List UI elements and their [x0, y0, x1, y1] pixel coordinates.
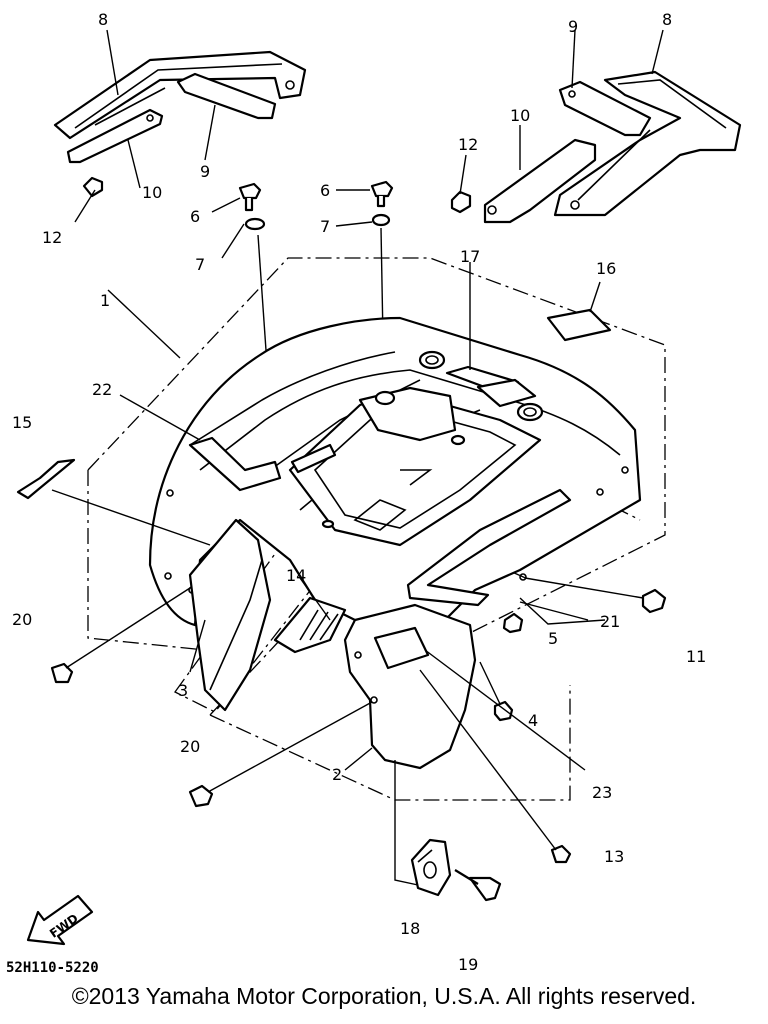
callout-8-left: 8 [98, 10, 108, 29]
callout-21: 21 [600, 612, 620, 631]
callout-17: 17 [460, 247, 480, 266]
left-nut-12 [82, 176, 104, 198]
callout-7-left: 7 [195, 255, 205, 274]
callout-4: 4 [528, 711, 538, 730]
callout-12-left: 12 [42, 228, 62, 247]
callout-7-right: 7 [320, 217, 330, 236]
bolt-6-left [238, 182, 262, 212]
callout-15: 15 [12, 413, 32, 432]
washer-7-left [244, 217, 266, 231]
right-nut-12 [450, 190, 472, 214]
callout-16: 16 [596, 259, 616, 278]
screw-13 [419, 669, 572, 864]
callout-6-right: 6 [320, 181, 330, 200]
rear-fender-1 [148, 316, 642, 712]
callout-11: 11 [686, 647, 706, 666]
callout-8-right: 8 [662, 10, 672, 29]
left-bracket-8 [53, 50, 307, 140]
left-bracket-set [53, 50, 307, 198]
bracket-18 [410, 838, 452, 897]
left-bracket-10 [66, 108, 164, 164]
callout-10-right: 10 [510, 106, 530, 125]
callout-10-left: 10 [142, 183, 162, 202]
callout-19: 19 [458, 955, 478, 974]
washer-7-right [371, 213, 391, 227]
bolt-19 [454, 869, 502, 902]
mud-flap-2 [343, 603, 477, 770]
callout-1: 1 [100, 291, 110, 310]
callout-20-upper: 20 [12, 610, 32, 629]
callout-6-left: 6 [190, 207, 200, 226]
copyright-notice: ©2013 Yamaha Motor Corporation, U.S.A. A… [71, 983, 697, 1009]
leader-lines [51, 29, 664, 771]
decal-15 [16, 458, 76, 500]
callout-20-lower: 20 [180, 737, 200, 756]
right-bracket-set [450, 70, 742, 224]
left-bracket-9 [176, 72, 277, 120]
decal-16 [546, 308, 612, 342]
callout-9-left: 9 [200, 162, 210, 181]
callout-labels: 8 9 10 12 6 7 6 7 9 8 10 12 17 16 1 22 1… [12, 10, 706, 974]
callout-13: 13 [604, 847, 624, 866]
callout-22: 22 [92, 380, 112, 399]
screw-20-lower [188, 701, 373, 808]
callout-18: 18 [400, 919, 420, 938]
screw-20-upper [50, 587, 191, 684]
callout-23: 23 [592, 783, 612, 802]
drawing-code: 52H110-5220 [6, 960, 99, 976]
screw-11 [524, 577, 667, 614]
bolt-6-right [370, 180, 394, 208]
callout-3: 3 [178, 681, 188, 700]
callout-12-right: 12 [458, 135, 478, 154]
callout-14: 14 [286, 566, 306, 585]
right-bracket-9 [558, 80, 652, 137]
callout-5: 5 [548, 629, 558, 648]
nut-5 [502, 612, 524, 634]
reflector-pad-23 [373, 626, 430, 670]
callout-2: 2 [332, 765, 342, 784]
callout-9-right: 9 [568, 17, 578, 36]
right-bracket-10 [483, 138, 597, 224]
fwd-arrow-icon: FWD [26, 894, 94, 946]
fender-assembly-outline [87, 257, 666, 651]
right-bracket-8 [553, 70, 742, 217]
